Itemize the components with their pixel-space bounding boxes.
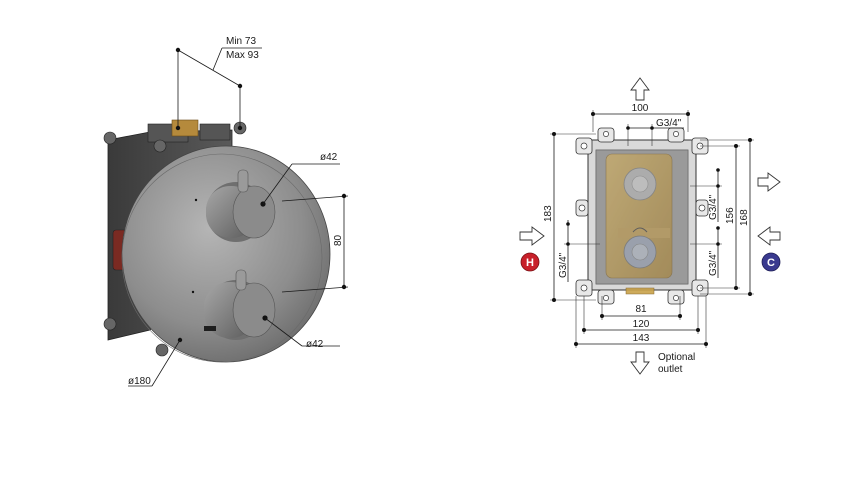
depth-max-label: Max 93 [226, 50, 259, 61]
plate-diameter-dimension: ø180 [128, 337, 183, 387]
height-168-label: 168 [739, 209, 750, 226]
height-156-label: 156 [725, 207, 736, 224]
right-thread-bottom-label: G3/4" [708, 250, 719, 276]
plate-diameter-label: ø180 [128, 376, 151, 387]
right-thread-bottom-dimension: G3/4" [690, 226, 722, 278]
depth-dimension: Min 73 Max 93 [175, 36, 262, 131]
width-143-dimension: 143 [574, 296, 708, 348]
right-view: H C [519, 77, 781, 375]
top-knob-diameter-dimension: ø42 [262, 152, 340, 205]
right-thread-top-label: G3/4" [708, 194, 719, 220]
svg-text:H: H [526, 257, 534, 269]
cold-inlet-arrow-icon [757, 226, 781, 246]
cold-water-badge: C [761, 252, 781, 272]
left-view: Min 73 Max 93 ø42 80 ø42 [103, 36, 349, 387]
width-81-label: 81 [635, 304, 647, 315]
top-thread-label: G3/4" [656, 118, 682, 129]
left-thread-dimension: G3/4" [558, 220, 600, 282]
height-183-label: 183 [543, 205, 554, 222]
width-120-label: 120 [633, 319, 650, 330]
bottom-knob-diameter-label: ø42 [306, 339, 324, 350]
top-thread-dimension: G3/4" [626, 118, 684, 146]
valve-body [605, 153, 673, 295]
bottom-knob [204, 269, 276, 340]
hot-inlet-arrow-icon [519, 226, 545, 246]
height-183-dimension: 183 [543, 132, 596, 302]
width-120-dimension: 120 [582, 296, 700, 334]
hot-water-badge: H [520, 252, 540, 272]
left-thread-label: G3/4" [558, 252, 569, 278]
arrow-down-icon [630, 351, 650, 375]
width-81-dimension: 81 [600, 296, 682, 320]
knob-spacing-dimension: 80 [281, 193, 349, 293]
width-143-label: 143 [633, 333, 650, 344]
right-thread-top-dimension: G3/4" [690, 168, 722, 222]
height-156-dimension: 156 [700, 144, 740, 290]
bottom-knob-diameter-dimension: ø42 [264, 317, 340, 350]
svg-text:C: C [767, 257, 775, 269]
arrow-right-icon [757, 172, 781, 192]
optional-outlet-label-line1: Optional [658, 352, 695, 363]
width-100-dimension: 100 [591, 103, 690, 132]
optional-outlet-label-line2: outlet [658, 364, 683, 375]
width-100-label: 100 [632, 103, 649, 114]
top-knob-diameter-label: ø42 [320, 152, 338, 163]
knob-spacing-label: 80 [333, 234, 344, 246]
height-168-dimension: 168 [700, 138, 754, 296]
arrow-up-icon [630, 77, 650, 101]
depth-min-label: Min 73 [226, 36, 256, 47]
top-knob [206, 169, 276, 242]
